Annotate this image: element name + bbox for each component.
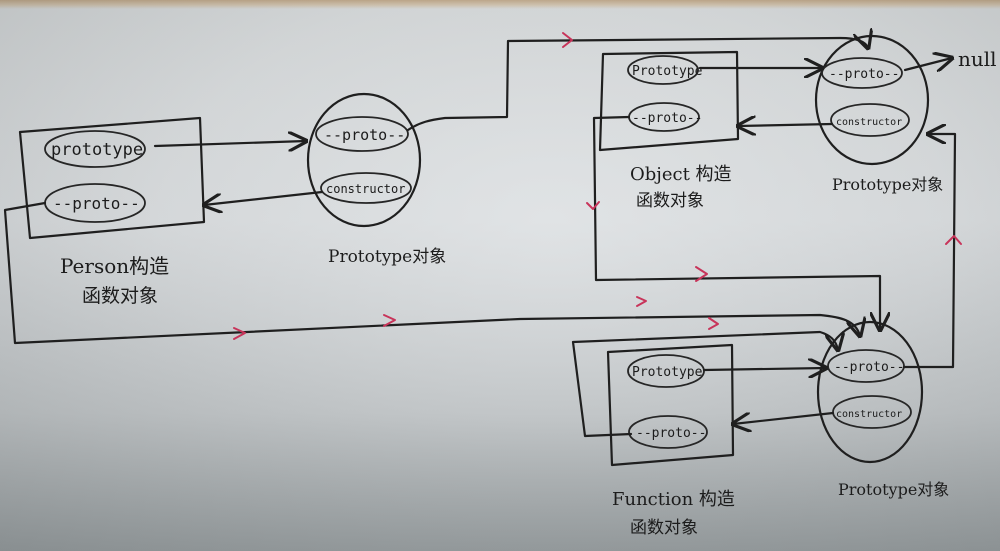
object-proto-caption: Prototype对象 <box>832 175 943 194</box>
object-proto-proto-field: --proto-- <box>829 67 899 82</box>
arrow-object-constructor <box>738 124 834 126</box>
function-proto-proto-field: --proto-- <box>834 360 904 375</box>
person-caption-line1: Person构造 <box>60 254 169 278</box>
red-arrow-bottom-1 <box>233 327 246 340</box>
red-arrow-mid-right <box>636 296 647 307</box>
object-proto-field: --proto-- <box>632 111 702 126</box>
red-arrow-function-loop <box>708 317 719 330</box>
object-prototype-node: --proto-- constructor Prototype对象 <box>814 34 943 194</box>
arrow-to-null <box>903 58 952 70</box>
arrow-person-constructor <box>204 190 324 205</box>
object-constructor-node: Prototype --proto-- Object 构造 函数对象 <box>598 50 740 211</box>
person-proto-proto-field: --proto-- <box>324 126 405 144</box>
arrow-person-prototype <box>153 141 306 146</box>
red-arrow-object-right <box>695 266 708 282</box>
person-prototype-node: --proto-- constructor Prototype对象 <box>306 92 446 267</box>
function-constructor-node: Prototype --proto-- Function 构造 函数对象 <box>606 343 735 538</box>
red-arrow-bottom-2 <box>383 314 396 327</box>
object-caption-line2: 函数对象 <box>636 191 704 211</box>
arrow-object-proto-to-function-prototype <box>592 115 880 330</box>
object-proto-constructor-field: constructor <box>836 117 902 128</box>
arrow-function-prototype <box>702 368 826 370</box>
red-arrow-object-down <box>586 201 600 210</box>
red-arrow-right-up <box>945 235 962 245</box>
person-caption-line2: 函数对象 <box>82 285 158 307</box>
function-proto-field: --proto-- <box>636 426 706 441</box>
person-constructor-node: prototype --proto-- Person构造 函数对象 <box>18 116 206 307</box>
null-terminal: null <box>958 47 997 71</box>
arrow-person-proto-chain <box>406 38 868 132</box>
arrow-function-proto-to-object-prototype <box>902 134 957 369</box>
function-prototype-field: Prototype <box>632 365 703 380</box>
function-proto-caption: Prototype对象 <box>838 480 949 499</box>
object-caption-line1: Object 构造 <box>630 164 732 185</box>
function-caption-line2: 函数对象 <box>630 518 698 538</box>
person-proto-field: --proto-- <box>53 194 140 213</box>
function-prototype-node: --proto-- constructor Prototype对象 <box>816 320 949 499</box>
object-prototype-field: Prototype <box>632 64 703 79</box>
person-proto-constructor-field: constructor <box>326 182 405 196</box>
person-prototype-field: prototype <box>51 140 143 160</box>
connectors <box>3 38 957 438</box>
function-proto-constructor-field: constructor <box>836 409 902 420</box>
red-arrow-top <box>562 32 573 48</box>
function-caption-line1: Function 构造 <box>612 489 735 510</box>
red-direction-markers <box>233 32 962 340</box>
arrow-person-proto-to-function-prototype <box>3 201 860 345</box>
person-proto-caption: Prototype对象 <box>328 247 446 267</box>
arrow-function-constructor <box>733 411 835 424</box>
arrow-function-proto-loop <box>571 332 838 438</box>
